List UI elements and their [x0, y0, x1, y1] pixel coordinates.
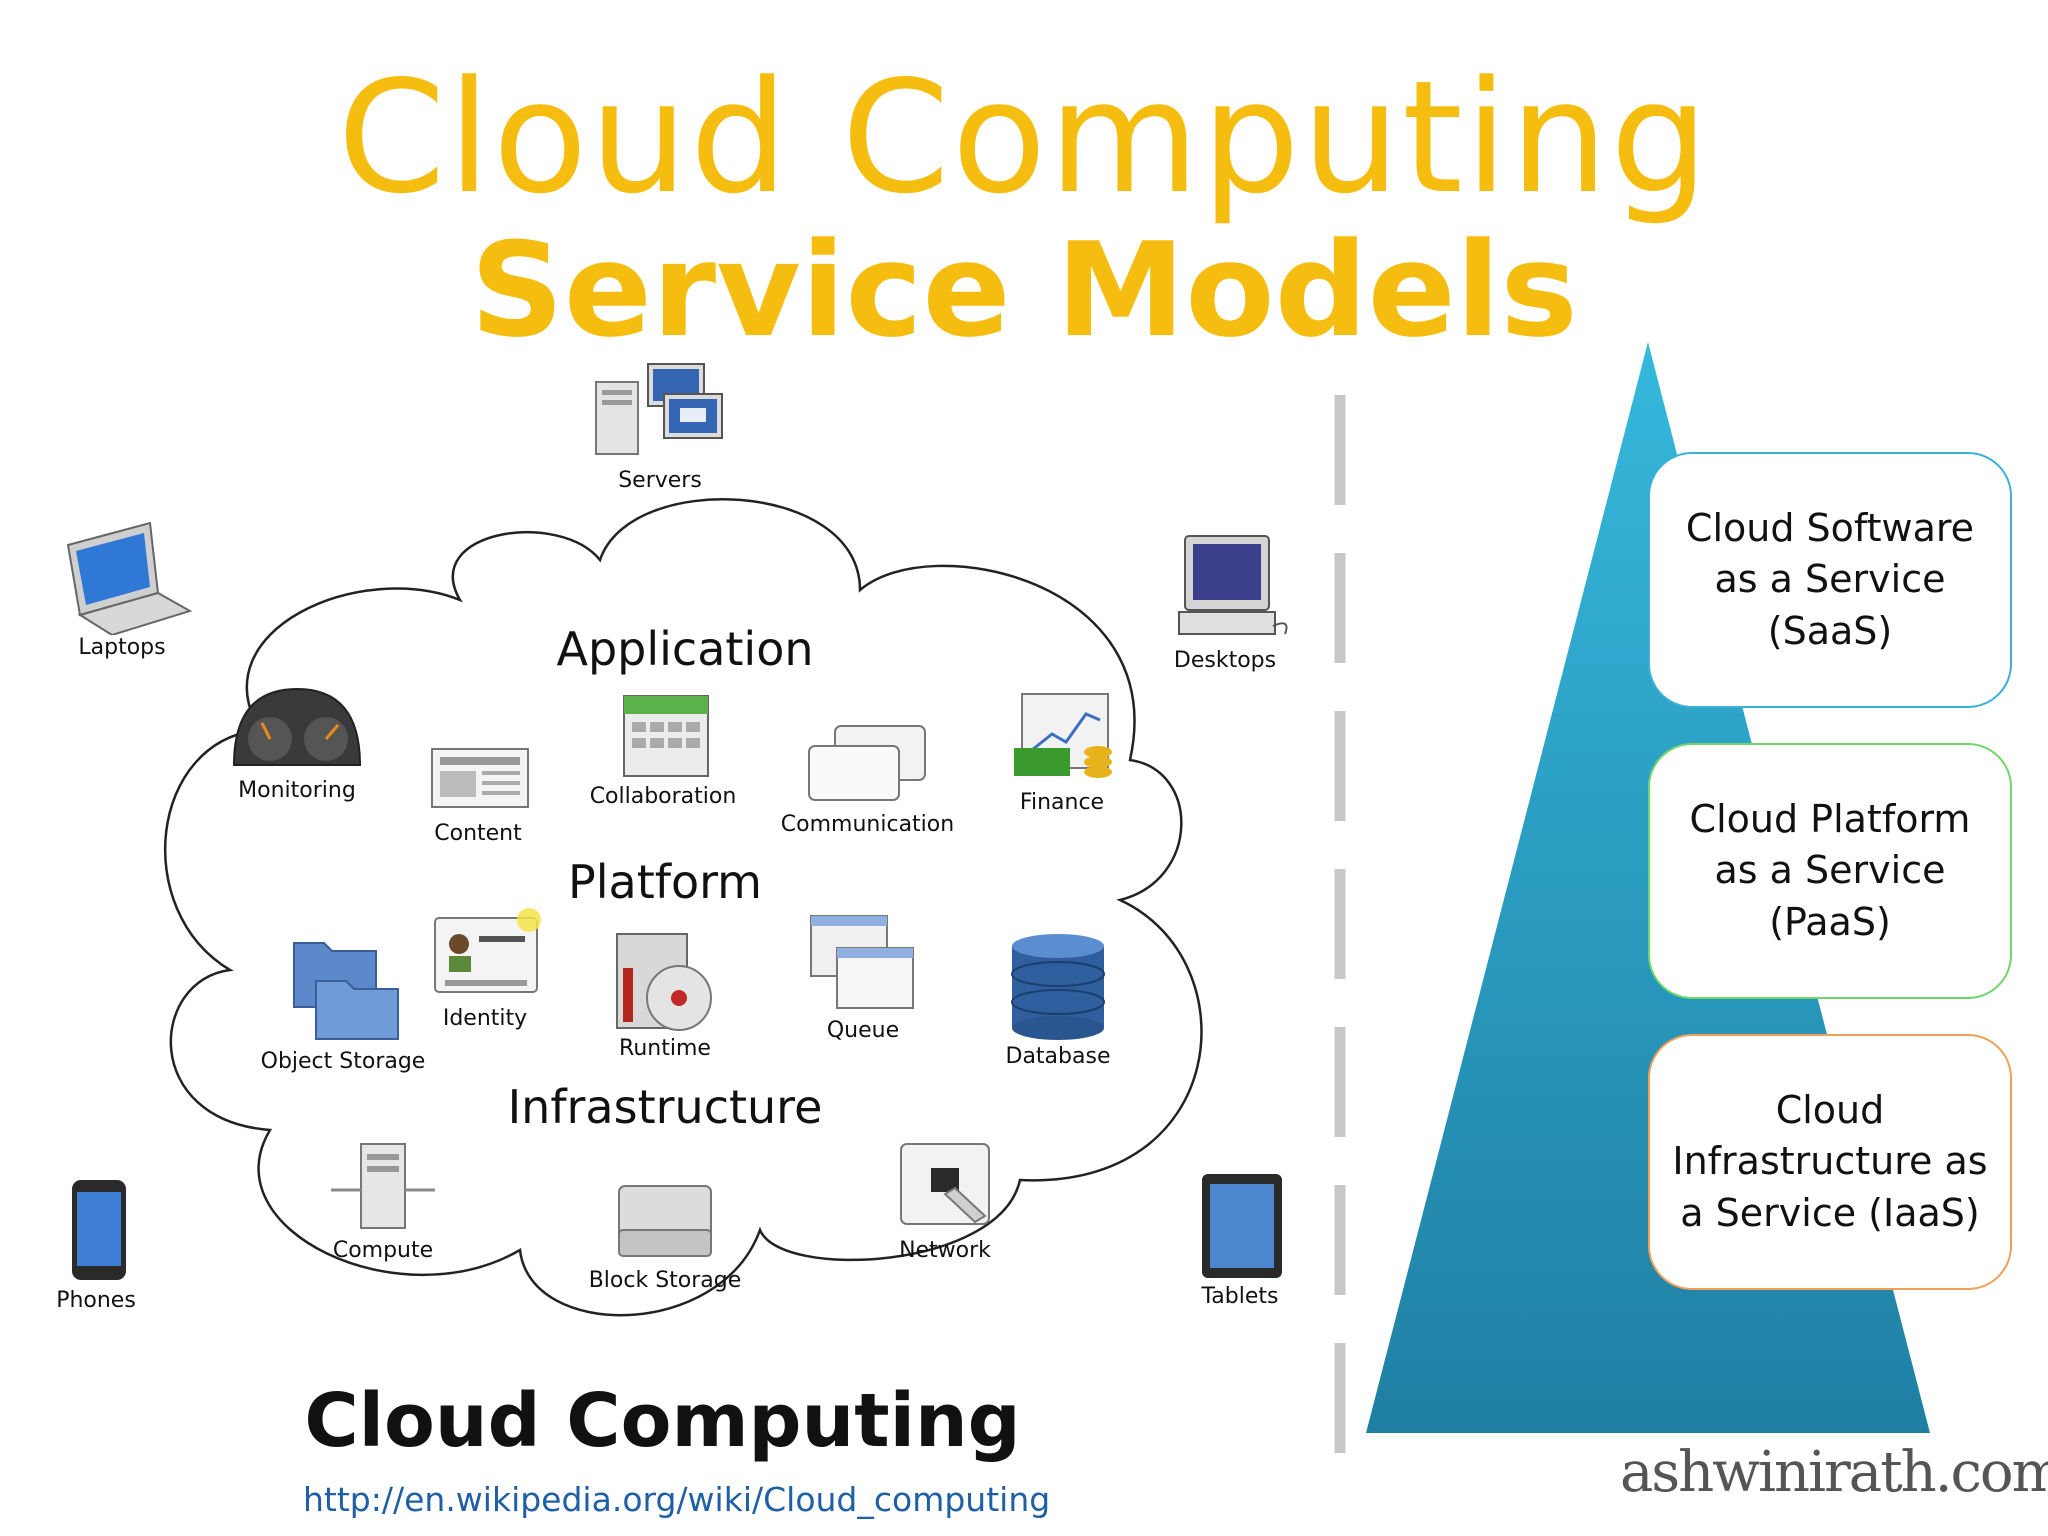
cloud-computing-caption: Cloud Computing — [304, 1378, 1021, 1464]
paas-label: Cloud Platform as a Service (PaaS) — [1689, 797, 1971, 944]
object-storage-label: Object Storage — [260, 1049, 426, 1074]
newspaper-icon — [431, 748, 529, 808]
separator-line — [1334, 395, 1346, 1455]
communication-item: Communication — [775, 722, 960, 837]
finance-label: Finance — [1019, 790, 1105, 815]
finance-item: Finance — [1002, 690, 1122, 815]
desktops-device: Desktops — [1155, 530, 1295, 673]
title-line-2: Service Models — [470, 214, 1578, 366]
iaas-label: Cloud Infrastructure as a Service (IaaS) — [1672, 1088, 1988, 1235]
tablets-label: Tablets — [1201, 1284, 1279, 1309]
block-storage-label: Block Storage — [588, 1268, 742, 1293]
queue-item: Queue — [803, 912, 923, 1043]
content-label: Content — [434, 821, 522, 846]
calendar-icon — [623, 695, 709, 777]
runtime-item: Runtime — [605, 928, 725, 1061]
content-item: Content — [418, 745, 538, 846]
application-heading: Application — [556, 622, 814, 676]
servers-device: Servers — [590, 360, 730, 493]
title-line-1: Cloud Computing — [337, 47, 1711, 228]
brand-watermark: ashwinirath.com — [1620, 1440, 2048, 1505]
source-url-link[interactable]: http://en.wikipedia.org/wiki/Cloud_compu… — [303, 1480, 1051, 1519]
tablet-icon — [1202, 1174, 1282, 1278]
iaas-card: Cloud Infrastructure as a Service (IaaS) — [1648, 1034, 2012, 1290]
network-port-icon — [900, 1143, 990, 1225]
saas-card: Cloud Software as a Service (SaaS) — [1648, 452, 2012, 708]
platform-heading: Platform — [568, 855, 762, 909]
laptops-device: Laptops — [52, 515, 193, 660]
compute-server-icon — [331, 1143, 435, 1229]
runtime-disc-icon — [616, 933, 712, 1031]
tablets-device: Tablets — [1180, 1172, 1300, 1309]
phone-icon — [72, 1180, 126, 1280]
collaboration-label: Collaboration — [589, 784, 737, 809]
hard-drive-icon — [618, 1185, 712, 1257]
saas-label: Cloud Software as a Service (SaaS) — [1685, 506, 1975, 653]
queue-windows-icon — [810, 915, 914, 1009]
database-label: Database — [1005, 1044, 1111, 1069]
database-item: Database — [998, 932, 1118, 1069]
block-storage-item: Block Storage — [575, 1180, 755, 1293]
object-storage-item: Object Storage — [258, 935, 428, 1074]
identity-label: Identity — [442, 1006, 528, 1031]
finance-chart-icon — [1014, 693, 1112, 778]
paas-card: Cloud Platform as a Service (PaaS) — [1648, 743, 2012, 999]
runtime-label: Runtime — [619, 1036, 711, 1061]
network-label: Network — [899, 1238, 991, 1263]
servers-label: Servers — [618, 468, 702, 493]
laptop-icon — [66, 521, 193, 637]
database-icon — [1011, 934, 1105, 1040]
monitoring-label: Monitoring — [238, 778, 356, 803]
chat-bubbles-icon — [808, 725, 926, 801]
collaboration-item: Collaboration — [588, 690, 738, 809]
desktop-icon — [1178, 535, 1288, 635]
network-item: Network — [885, 1140, 1005, 1263]
laptops-label: Laptops — [78, 635, 166, 660]
monitoring-item: Monitoring — [222, 685, 372, 803]
compute-item: Compute — [323, 1140, 443, 1263]
folder-icon — [293, 942, 399, 1040]
identity-item: Identity — [425, 900, 545, 1031]
compute-label: Compute — [332, 1238, 434, 1263]
infrastructure-heading: Infrastructure — [507, 1080, 823, 1134]
server-icon — [595, 363, 723, 455]
phones-device: Phones — [36, 1178, 156, 1313]
communication-label: Communication — [780, 812, 955, 837]
queue-label: Queue — [826, 1018, 900, 1043]
phones-label: Phones — [56, 1288, 136, 1313]
id-card-icon — [434, 908, 541, 993]
desktops-label: Desktops — [1173, 648, 1277, 673]
gauge-icon — [232, 687, 362, 766]
